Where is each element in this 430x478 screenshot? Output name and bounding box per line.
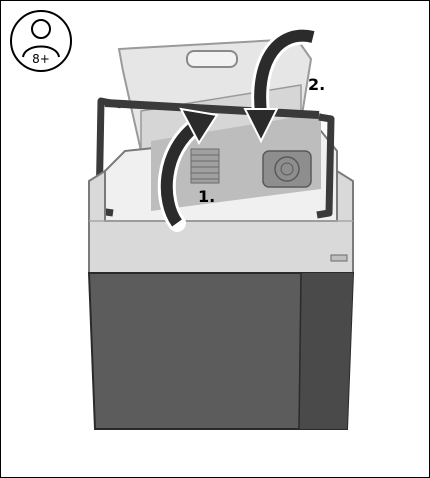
latch — [331, 255, 347, 261]
step-1-label: 1. — [198, 187, 215, 206]
left-vent-icon — [191, 149, 219, 183]
cooler-body-side — [299, 273, 353, 429]
fan-vent-icon — [263, 151, 311, 187]
step-2-label: 2. — [308, 75, 325, 94]
